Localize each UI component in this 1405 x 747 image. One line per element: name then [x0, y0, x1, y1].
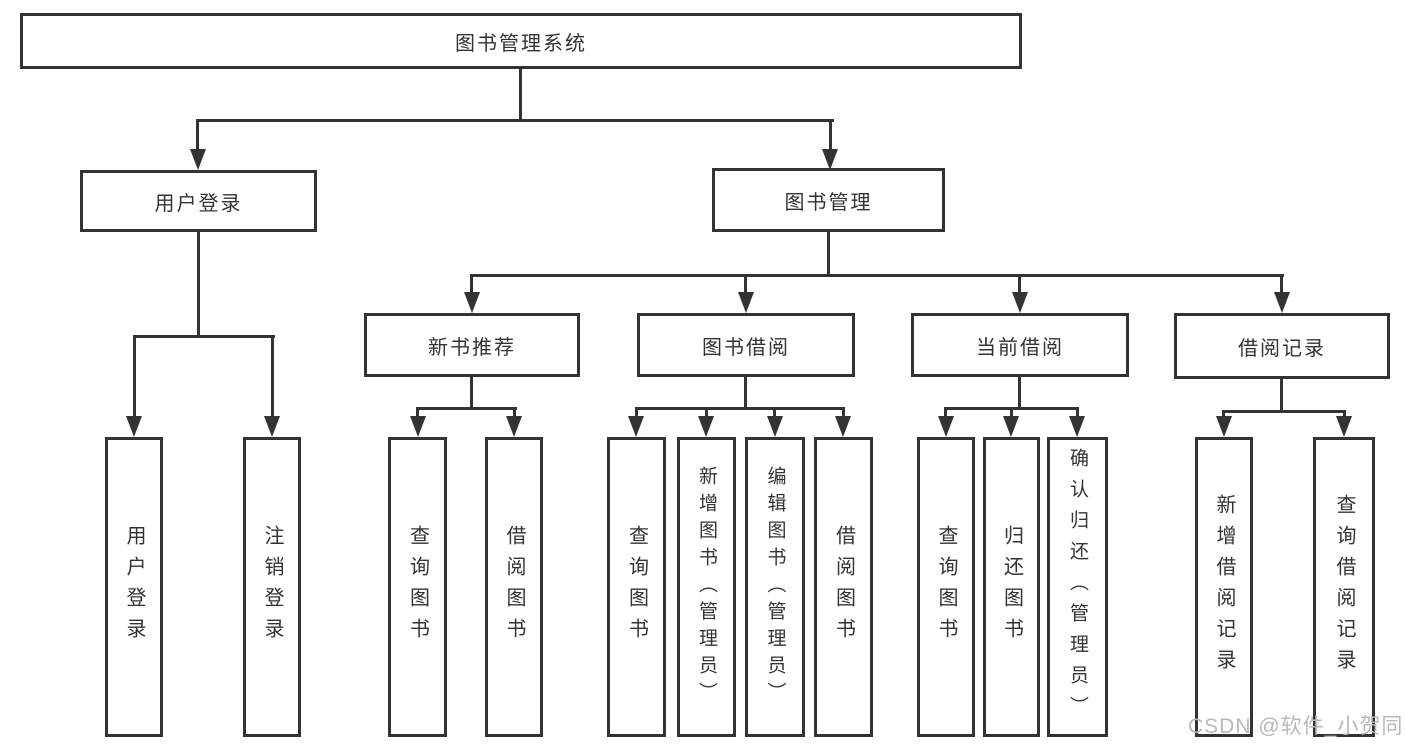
- connector-vertical: [197, 232, 200, 335]
- arrow-stem: [271, 335, 274, 420]
- arrow-head-icon: [1274, 292, 1290, 313]
- leaf-user-login: 用户登录: [105, 437, 163, 737]
- connector-vertical: [519, 69, 522, 119]
- arrow-stem: [1343, 410, 1346, 420]
- arrow-head-icon: [938, 416, 954, 437]
- connector-horizontal: [133, 335, 275, 338]
- connector-vertical: [1280, 379, 1283, 410]
- leaf-logout-label: 注销登录: [261, 525, 283, 649]
- node-new-book-recommend: 新书推荐: [364, 313, 580, 377]
- leaf-confirm-return-admin: 确认归还（管理员）: [1047, 437, 1108, 737]
- arrow-stem: [1018, 274, 1021, 296]
- connector-vertical: [1018, 377, 1021, 407]
- node-book-management-label: 图书管理: [784, 191, 873, 214]
- leaf-confirm-return-admin-label: 确认归还（管理员）: [1067, 447, 1088, 727]
- arrow-stem: [1076, 407, 1079, 419]
- leaf-query-books-current: 查询图书: [917, 437, 975, 737]
- node-book-borrow-label: 图书借阅: [702, 336, 790, 359]
- arrow-head-icon: [1003, 416, 1019, 437]
- arrow-head-icon: [822, 149, 838, 170]
- leaf-edit-books-admin: 编辑图书（管理员）: [745, 437, 805, 737]
- arrow-stem: [133, 335, 136, 420]
- leaf-return-books: 归还图书: [983, 437, 1040, 737]
- node-root-library-system: 图书管理系统: [20, 13, 1022, 69]
- node-borrow-records: 借阅记录: [1174, 313, 1390, 379]
- connector-horizontal: [470, 274, 1284, 277]
- arrow-head-icon: [835, 416, 851, 437]
- leaf-query-books-recommend: 查询图书: [388, 437, 447, 737]
- leaf-borrow-books-recommend-label: 借阅图书: [503, 525, 525, 649]
- connector-vertical: [470, 377, 473, 407]
- leaf-add-books-admin: 新增图书（管理员）: [677, 437, 736, 737]
- csdn-watermark: CSDN @软件_小贺同学: [1188, 715, 1405, 738]
- node-current-borrow-label: 当前借阅: [976, 336, 1064, 359]
- arrow-stem: [829, 119, 832, 152]
- arrow-stem: [470, 274, 473, 296]
- node-user-login-label: 用户登录: [154, 192, 243, 215]
- leaf-borrow-books-label: 借阅图书: [832, 525, 855, 649]
- arrow-head-icon: [410, 416, 426, 437]
- node-root-label: 图书管理系统: [455, 32, 587, 55]
- leaf-borrow-books: 借阅图书: [814, 437, 873, 737]
- arrow-stem: [944, 407, 947, 419]
- arrow-stem: [196, 119, 199, 152]
- arrow-head-icon: [767, 416, 783, 437]
- arrow-head-icon: [1012, 292, 1028, 313]
- arrow-stem: [705, 407, 708, 419]
- arrow-stem: [416, 407, 419, 419]
- arrow-head-icon: [464, 292, 480, 313]
- connector-vertical: [744, 377, 747, 407]
- arrow-stem: [842, 407, 845, 419]
- leaf-logout: 注销登录: [243, 437, 301, 737]
- connector-horizontal: [1222, 410, 1346, 413]
- node-book-management: 图书管理: [712, 168, 945, 232]
- arrow-stem: [635, 407, 638, 419]
- arrow-head-icon: [126, 416, 142, 437]
- node-current-borrow: 当前借阅: [911, 313, 1129, 377]
- leaf-query-books-recommend-label: 查询图书: [406, 525, 429, 649]
- arrow-head-icon: [264, 416, 280, 437]
- node-borrow-records-label: 借阅记录: [1238, 337, 1326, 360]
- node-user-login: 用户登录: [80, 170, 317, 232]
- arrow-stem: [773, 407, 776, 419]
- leaf-add-borrow-record-label: 新增借阅记录: [1213, 494, 1235, 680]
- leaf-query-books-borrow-label: 查询图书: [625, 525, 648, 649]
- leaf-add-borrow-record: 新增借阅记录: [1195, 437, 1253, 737]
- arrow-stem: [1280, 274, 1283, 296]
- arrow-head-icon: [1216, 416, 1232, 437]
- connector-horizontal: [635, 407, 845, 410]
- arrow-stem: [1010, 407, 1013, 419]
- arrow-head-icon: [190, 149, 206, 170]
- arrow-head-icon: [628, 416, 644, 437]
- arrow-head-icon: [506, 416, 522, 437]
- arrow-head-icon: [1336, 416, 1352, 437]
- arrow-stem: [744, 274, 747, 296]
- node-book-borrow: 图书借阅: [637, 313, 855, 377]
- leaf-user-login-label: 用户登录: [123, 525, 145, 649]
- connector-vertical: [827, 232, 830, 274]
- leaf-query-borrow-record: 查询借阅记录: [1313, 437, 1375, 737]
- leaf-query-books-borrow: 查询图书: [607, 437, 666, 737]
- arrow-head-icon: [698, 416, 714, 437]
- leaf-query-books-current-label: 查询图书: [935, 525, 957, 649]
- arrow-head-icon: [738, 292, 754, 313]
- arrow-head-icon: [1069, 416, 1085, 437]
- connector-horizontal: [196, 119, 834, 122]
- arrow-stem: [513, 407, 516, 419]
- leaf-borrow-books-recommend: 借阅图书: [485, 437, 543, 737]
- leaf-query-borrow-record-label: 查询借阅记录: [1333, 494, 1355, 680]
- leaf-add-books-admin-label: 新增图书（管理员）: [696, 465, 717, 709]
- leaf-edit-books-admin-label: 编辑图书（管理员）: [764, 465, 786, 709]
- leaf-return-books-label: 归还图书: [1000, 525, 1023, 649]
- node-new-book-recommend-label: 新书推荐: [428, 336, 516, 359]
- connector-horizontal: [416, 407, 517, 410]
- arrow-stem: [1222, 410, 1225, 420]
